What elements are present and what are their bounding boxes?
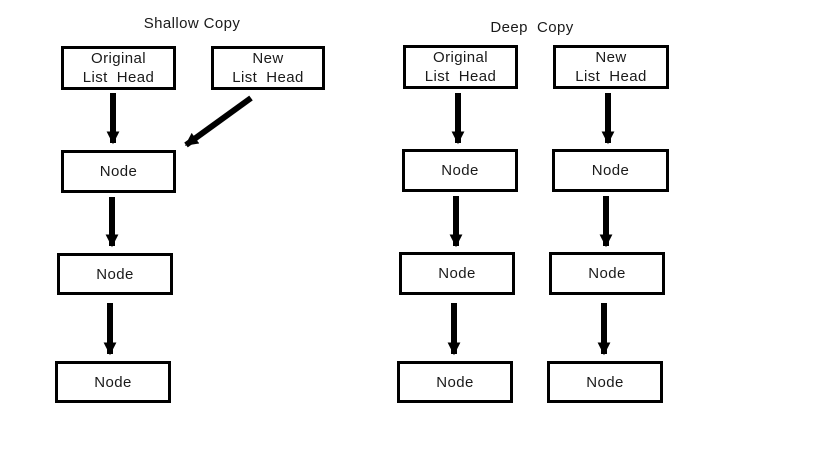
deep-original-node-1: Node <box>402 149 518 192</box>
deep-copy-title: Deep Copy <box>490 19 574 36</box>
shallow-node-3-label: Node <box>94 373 132 391</box>
shallow-node-2: Node <box>57 253 173 295</box>
shallow-new-head-box: New List Head <box>211 46 325 90</box>
deep-new-head-label: New List Head <box>575 49 647 85</box>
deep-original-head-label: Original List Head <box>424 49 497 85</box>
shallow-node-1: Node <box>61 150 176 193</box>
deep-original-node-2-label: Node <box>438 265 476 282</box>
deep-new-node-2-label: Node <box>588 265 626 282</box>
deep-new-node-1-label: Node <box>591 162 630 179</box>
deep-new-node-1: Node <box>552 149 669 192</box>
shallow-copy-title: Shallow Copy <box>143 15 241 32</box>
deep-new-node-3-label: Node <box>586 373 624 391</box>
shallow-new-head-label: New List Head <box>232 50 304 86</box>
shallow-original-head-box: Original List Head <box>61 46 176 90</box>
deep-original-node-1-label: Node <box>441 162 479 179</box>
deep-original-node-2: Node <box>399 252 515 295</box>
deep-original-head-box: Original List Head <box>403 45 518 89</box>
shallow-node-2-label: Node <box>96 265 134 283</box>
deep-new-node-3: Node <box>547 361 663 403</box>
deep-original-node-3-label: Node <box>436 373 474 391</box>
deep-new-head-box: New List Head <box>553 45 669 89</box>
deep-original-node-3: Node <box>397 361 513 403</box>
shallow-node-3: Node <box>55 361 171 403</box>
deep-new-node-2: Node <box>549 252 665 295</box>
arrow-shallow-newhead-to-node1 <box>184 95 253 148</box>
shallow-node-1-label: Node <box>99 163 138 180</box>
shallow-original-head-label: Original List Head <box>82 50 155 86</box>
